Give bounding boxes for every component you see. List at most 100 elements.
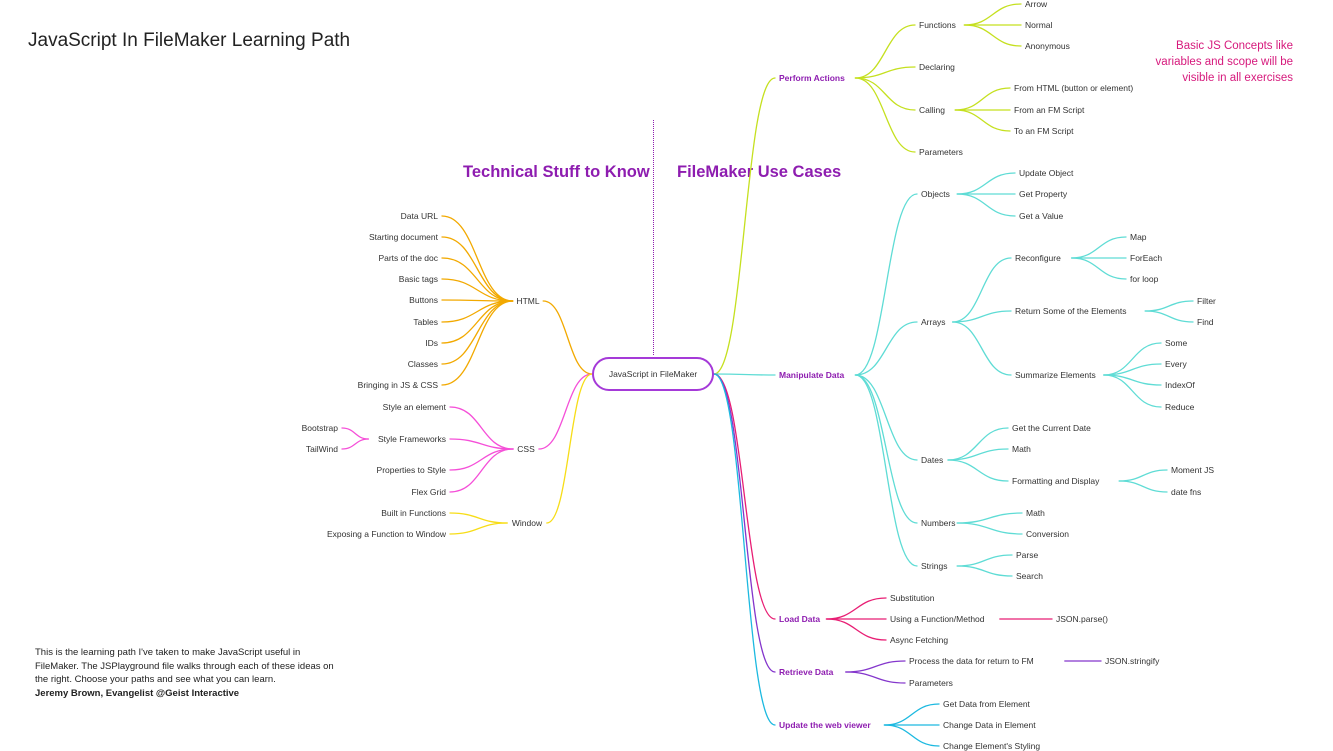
node-tailwind[interactable]: TailWind <box>305 444 338 454</box>
technical-heading: Technical Stuff to Know <box>463 163 650 181</box>
node-declaring[interactable]: Declaring <box>919 62 955 72</box>
node-numbers[interactable]: Numbers <box>921 518 956 528</box>
connector-line <box>956 512 1023 524</box>
connector-line <box>441 300 514 386</box>
connector-line <box>883 703 940 726</box>
node-calling[interactable]: Calling <box>919 105 945 115</box>
node-to-an-fm-script[interactable]: To an FM Script <box>1014 126 1074 136</box>
node-async-fetching[interactable]: Async Fetching <box>890 635 949 645</box>
node-change-element-s-styling[interactable]: Change Element's Styling <box>943 741 1041 751</box>
node-update-object[interactable]: Update Object <box>1019 168 1074 178</box>
node-get-a-value[interactable]: Get a Value <box>1019 211 1064 221</box>
node-parameters[interactable]: Parameters <box>909 678 953 688</box>
node-anonymous[interactable]: Anonymous <box>1025 41 1070 51</box>
node-load-data[interactable]: Load Data <box>779 614 821 624</box>
node-return-some-of-the-elements[interactable]: Return Some of the Elements <box>1015 306 1127 316</box>
node-foreach[interactable]: ForEach <box>1130 253 1163 263</box>
connector-line <box>956 554 1013 567</box>
connector-line <box>449 522 508 535</box>
connector-line <box>1144 310 1194 323</box>
connector-line <box>854 24 916 79</box>
node-ids[interactable]: IDs <box>425 338 438 348</box>
node-every[interactable]: Every <box>1165 359 1187 369</box>
node-json-stringify[interactable]: JSON.stringify <box>1105 656 1160 666</box>
section-divider <box>653 120 654 355</box>
node-objects[interactable]: Objects <box>921 189 950 199</box>
node-normal[interactable]: Normal <box>1025 20 1053 30</box>
node-functions[interactable]: Functions <box>919 20 956 30</box>
node-substitution[interactable]: Substitution <box>890 593 935 603</box>
node-change-data-in-element[interactable]: Change Data in Element <box>943 720 1036 730</box>
node-filter[interactable]: Filter <box>1197 296 1216 306</box>
connector-line <box>441 300 514 365</box>
node-arrays[interactable]: Arrays <box>921 317 946 327</box>
node-map[interactable]: Map <box>1130 232 1147 242</box>
node-starting-document[interactable]: Starting document <box>369 232 438 242</box>
node-json-parse[interactable]: JSON.parse() <box>1056 614 1108 624</box>
connector-line <box>1118 480 1168 493</box>
node-style-frameworks[interactable]: Style Frameworks <box>377 434 446 444</box>
node-css[interactable]: CSS <box>517 444 535 454</box>
node-basic-tags[interactable]: Basic tags <box>398 274 438 284</box>
node-some[interactable]: Some <box>1165 338 1188 348</box>
connector-line <box>951 321 1012 376</box>
connector-line <box>1070 257 1127 280</box>
connector-line <box>441 257 514 302</box>
connector-line <box>947 448 1009 461</box>
connector-line <box>854 374 918 524</box>
node-parameters[interactable]: Parameters <box>919 147 963 157</box>
node-buttons[interactable]: Buttons <box>409 295 438 305</box>
node-indexof[interactable]: IndexOf <box>1165 380 1195 390</box>
node-classes[interactable]: Classes <box>407 359 438 369</box>
connector-line <box>963 3 1022 26</box>
node-from-html-button-or-element[interactable]: From HTML (button or element) <box>1014 83 1134 93</box>
connector-line <box>441 236 514 302</box>
node-bootstrap[interactable]: Bootstrap <box>301 423 338 433</box>
node-perform-actions[interactable]: Perform Actions <box>779 73 845 83</box>
node-date-fns[interactable]: date fns <box>1171 487 1202 497</box>
connector-line <box>951 310 1012 323</box>
node-from-an-fm-script[interactable]: From an FM Script <box>1014 105 1085 115</box>
node-update-the-web-viewer[interactable]: Update the web viewer <box>779 720 871 730</box>
node-data-url[interactable]: Data URL <box>400 211 438 221</box>
node-find[interactable]: Find <box>1197 317 1214 327</box>
node-get-the-current-date[interactable]: Get the Current Date <box>1012 423 1091 433</box>
node-reconfigure[interactable]: Reconfigure <box>1015 253 1061 263</box>
node-reduce[interactable]: Reduce <box>1165 402 1195 412</box>
usecases-heading: FileMaker Use Cases <box>677 163 842 181</box>
node-window[interactable]: Window <box>511 518 543 528</box>
node-summarize-elements[interactable]: Summarize Elements <box>1015 370 1096 380</box>
node-flex-grid[interactable]: Flex Grid <box>411 487 446 497</box>
node-moment-js[interactable]: Moment JS <box>1171 465 1214 475</box>
node-formatting-and-display[interactable]: Formatting and Display <box>1012 476 1100 486</box>
node-exposing-a-function-to-window[interactable]: Exposing a Function to Window <box>326 529 446 539</box>
node-process-the-data-for-return-to-fm[interactable]: Process the data for return to FM <box>909 656 1034 666</box>
node-for-loop[interactable]: for loop <box>1130 274 1159 284</box>
node-built-in-functions[interactable]: Built in Functions <box>381 508 446 518</box>
node-math[interactable]: Math <box>1012 444 1031 454</box>
node-conversion[interactable]: Conversion <box>1026 529 1069 539</box>
node-parts-of-the-doc[interactable]: Parts of the doc <box>378 253 438 263</box>
node-strings[interactable]: Strings <box>921 561 948 571</box>
node-arrow[interactable]: Arrow <box>1025 0 1048 9</box>
node-manipulate-data[interactable]: Manipulate Data <box>779 370 845 380</box>
node-html[interactable]: HTML <box>516 296 540 306</box>
node-search[interactable]: Search <box>1016 571 1043 581</box>
node-properties-to-style[interactable]: Properties to Style <box>376 465 446 475</box>
connector-line <box>1103 342 1162 376</box>
node-using-a-function-method[interactable]: Using a Function/Method <box>890 614 985 624</box>
node-parse[interactable]: Parse <box>1016 550 1039 560</box>
node-tables[interactable]: Tables <box>413 317 438 327</box>
node-dates[interactable]: Dates <box>921 455 944 465</box>
node-bringing-in-js-css[interactable]: Bringing in JS & CSS <box>357 380 438 390</box>
connector-line <box>713 373 776 620</box>
node-get-data-from-element[interactable]: Get Data from Element <box>943 699 1030 709</box>
connector-line <box>951 257 1012 323</box>
root-node[interactable]: JavaScript in FileMaker <box>592 357 714 391</box>
node-style-an-element[interactable]: Style an element <box>382 402 446 412</box>
connector-line <box>449 406 514 450</box>
connector-line <box>963 24 1022 47</box>
node-retrieve-data[interactable]: Retrieve Data <box>779 667 834 677</box>
node-math[interactable]: Math <box>1026 508 1045 518</box>
node-get-property[interactable]: Get Property <box>1019 189 1068 199</box>
